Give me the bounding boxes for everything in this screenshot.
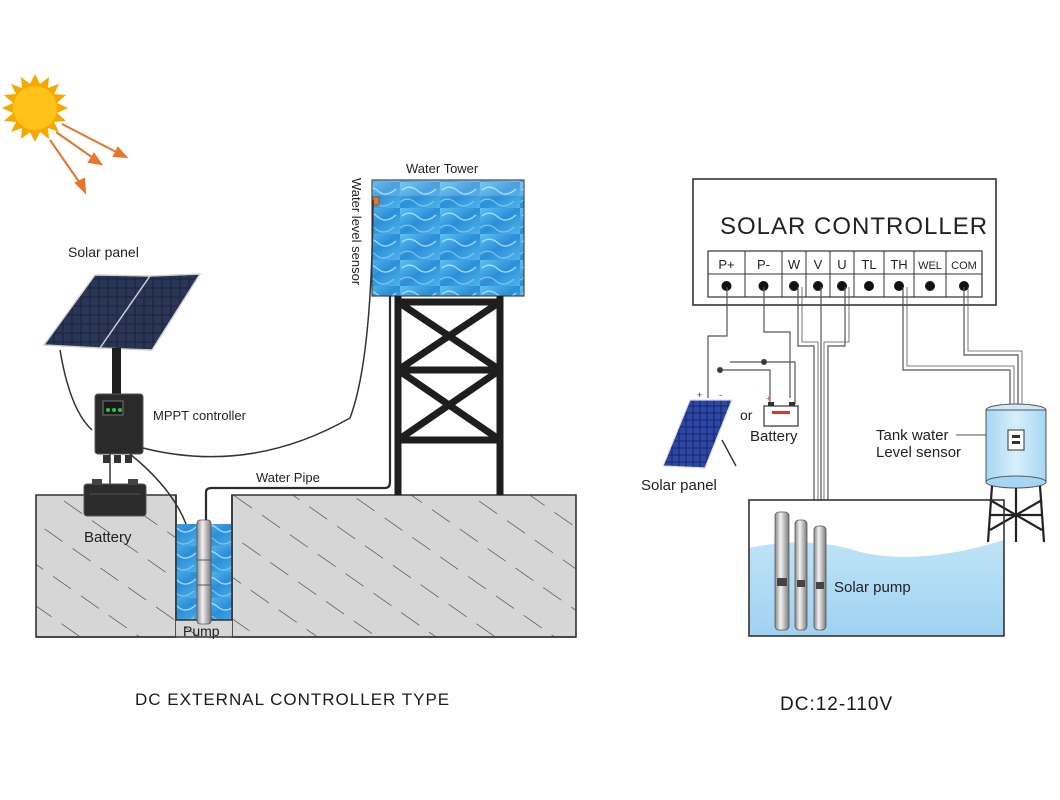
pump-label: Pump (183, 623, 220, 639)
water-level-sensor-icon (372, 196, 380, 206)
mppt-controller-icon (94, 393, 144, 463)
mppt-controller-label: MPPT controller (153, 408, 247, 423)
solar-panel-icon (42, 273, 202, 408)
terminal-label-v: V (814, 257, 823, 272)
terminal-screw (864, 281, 874, 291)
tank-water-label: Tank water (876, 427, 949, 444)
water-tower-label: Water Tower (406, 161, 479, 176)
submersible-pump-icon (196, 519, 212, 625)
terminal-screw (894, 281, 904, 291)
svg-text:+: + (766, 394, 771, 403)
solar-pump-icons (774, 511, 827, 631)
svg-text:+: + (697, 390, 702, 400)
water-level-sensor-label: Water level sensor (349, 178, 364, 286)
pump-pool (748, 499, 1005, 637)
solar-controller-title: SOLAR CONTROLLER (720, 213, 988, 240)
terminal-label-w: W (788, 257, 801, 272)
terminal-label-th: TH (890, 257, 907, 272)
left-diagram-caption: DC EXTERNAL CONTROLLER TYPE (135, 690, 450, 709)
left-diagram: Solar panel MPPT controller Battery Wate… (2, 74, 577, 709)
level-sensor-label: Level sensor (876, 444, 961, 461)
water-pipe-label: Water Pipe (256, 470, 320, 485)
tank-water-level-icon (985, 403, 1047, 543)
terminal-screw (789, 281, 799, 291)
terminal-screw (925, 281, 935, 291)
solar-panel-label-right: Solar panel (641, 477, 717, 494)
terminal-screw (758, 281, 769, 291)
battery-label-right: Battery (750, 428, 798, 445)
right-diagram-caption: DC:12-110V (780, 694, 893, 715)
controller-wiring (707, 287, 1023, 500)
water-tower (371, 179, 525, 495)
terminal-label-tl: TL (861, 257, 876, 272)
ground (35, 494, 577, 638)
terminal-label-p: P+ (718, 257, 734, 272)
terminal-label-com: COM (951, 260, 977, 272)
solar-panel-label: Solar panel (68, 244, 139, 260)
terminal-label-wel: WEL (918, 260, 942, 272)
terminal-label-u: U (837, 257, 846, 272)
or-label: or (740, 407, 753, 423)
solar-pump-label: Solar pump (834, 579, 911, 596)
sun-icon (2, 74, 68, 142)
sun-ray-arrows (49, 123, 129, 195)
small-solar-panel-icon: + - (662, 390, 737, 469)
battery-label: Battery (84, 529, 132, 546)
terminal-label-p: P- (757, 257, 770, 272)
small-battery-icon: + (763, 394, 799, 427)
wiring (59, 199, 374, 525)
terminal-screw (959, 281, 969, 291)
terminal-screw (721, 281, 732, 291)
water-pipe (204, 296, 392, 520)
svg-text:-: - (719, 390, 722, 400)
battery-icon (83, 479, 147, 517)
